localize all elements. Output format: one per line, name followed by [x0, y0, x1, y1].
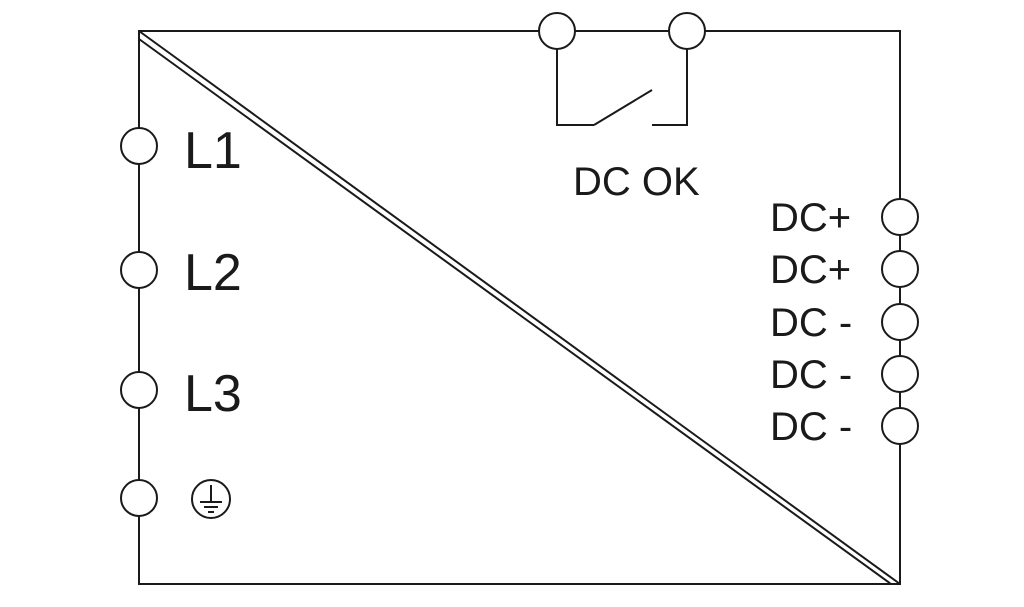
converter-diagonal-line	[138, 30, 901, 585]
output-label-1: DC+	[770, 196, 851, 240]
input-label-l2: L2	[184, 244, 242, 302]
output-terminal-2	[881, 250, 919, 288]
input-label-l1: L1	[184, 122, 242, 180]
output-label-3: DC -	[770, 301, 852, 345]
relay-contact-icon	[556, 49, 688, 126]
input-terminal-l2	[120, 251, 158, 289]
output-terminal-4	[881, 355, 919, 393]
relay-label: DC OK	[573, 160, 700, 204]
output-label-2: DC+	[770, 248, 851, 292]
output-label-4: DC -	[770, 353, 852, 397]
output-label-5: DC -	[770, 405, 852, 449]
input-label-l3: L3	[184, 365, 242, 423]
output-terminal-5	[881, 407, 919, 445]
input-terminal-pe	[120, 479, 158, 517]
relay-terminal-1	[538, 12, 576, 50]
output-terminal-1	[881, 198, 919, 236]
output-terminal-3	[881, 303, 919, 341]
converter-diagonal-line	[138, 38, 892, 585]
relay-terminal-2	[668, 12, 706, 50]
input-terminal-l3	[120, 371, 158, 409]
input-terminal-l1	[120, 127, 158, 165]
protective-earth-icon	[191, 479, 231, 519]
